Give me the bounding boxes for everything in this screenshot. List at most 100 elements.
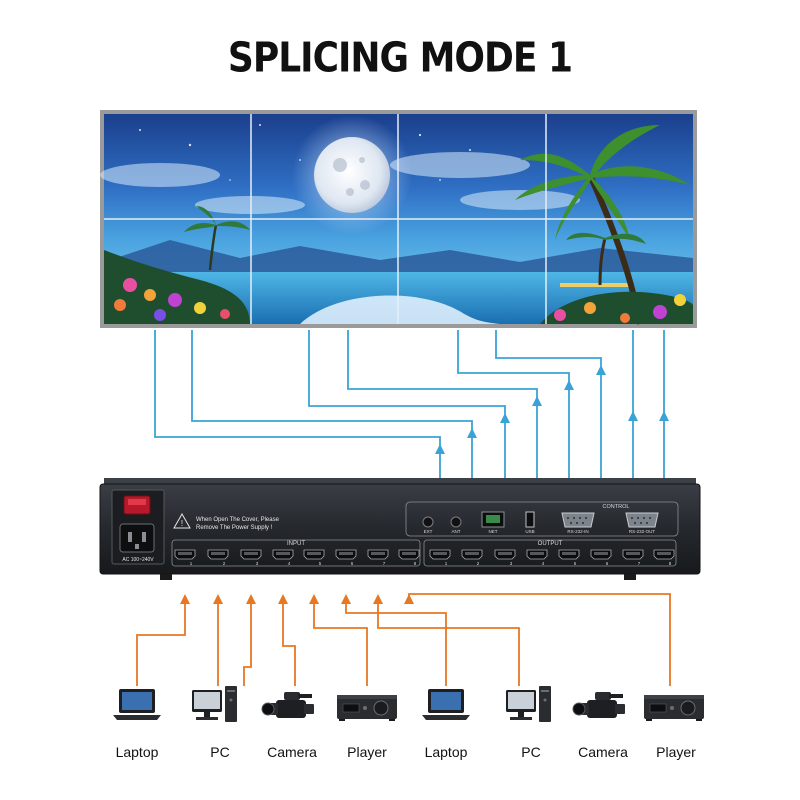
port-number: 1: [190, 561, 193, 566]
input-port-6[interactable]: 6: [335, 549, 357, 566]
input-port-7[interactable]: 7: [367, 549, 389, 566]
port-number: 2: [477, 561, 480, 566]
svg-text:CONTROL: CONTROL: [603, 504, 630, 510]
svg-text:OUTPUT: OUTPUT: [538, 541, 563, 547]
camera-icon: [261, 692, 314, 718]
output-line-5: [457, 330, 570, 545]
output-arrow-6: [596, 365, 606, 375]
source-laptop-5: Laptop: [422, 689, 470, 760]
ext-port[interactable]: [422, 516, 434, 528]
input-port-4[interactable]: 4: [272, 549, 294, 566]
source-label: Camera: [578, 744, 628, 760]
source-player-8: Player: [644, 695, 704, 760]
source-label: Laptop: [116, 744, 159, 760]
output-port-group: OUTPUT 1 2 3 4 5 6 7 8: [423, 539, 677, 567]
output-line-3: [308, 330, 506, 545]
port-number: 5: [574, 561, 577, 566]
moon-image: [314, 137, 390, 213]
input-port-group: INPUT 1 2 3 4 5 6 7 8: [171, 539, 421, 567]
input-arrow-8: [404, 594, 414, 604]
input-arrow-4: [278, 594, 288, 604]
power-socket[interactable]: [119, 523, 155, 553]
player-icon: [644, 695, 704, 721]
port-number: 4: [288, 561, 291, 566]
output-arrow-8: [659, 411, 669, 421]
output-port-3[interactable]: 3: [494, 549, 516, 566]
laptop-icon: [113, 689, 161, 720]
output-port-1[interactable]: 1: [429, 549, 451, 566]
source-label: PC: [210, 744, 229, 760]
input-arrow-7: [373, 594, 383, 604]
svg-text:RS-232-OUT: RS-232-OUT: [629, 529, 656, 534]
video-wall-controller: AC 100~240V ! When Open The Cover, Pleas…: [99, 478, 701, 580]
input-port-3[interactable]: 3: [240, 549, 262, 566]
rs232-out-port[interactable]: [625, 512, 659, 528]
source-player-4: Player: [337, 695, 397, 760]
output-port-6[interactable]: 6: [590, 549, 612, 566]
svg-text:Remove The Power Supply !: Remove The Power Supply !: [196, 525, 273, 531]
port-number: 7: [383, 561, 386, 566]
input-port-5[interactable]: 5: [303, 549, 325, 566]
port-number: 4: [542, 561, 545, 566]
usb-port[interactable]: [525, 511, 535, 528]
control-panel: CONTROL EXT ANT NET USB RS-232-IN RS-232…: [405, 501, 679, 537]
output-line-6: [495, 330, 602, 545]
video-wall: [100, 110, 697, 328]
port-number: 6: [351, 561, 354, 566]
input-line-1: [136, 600, 186, 686]
port-number: 8: [669, 561, 672, 566]
svg-text:!: !: [181, 519, 183, 528]
warning-notice: ! When Open The Cover, Please Remove The…: [173, 512, 280, 531]
source-label: PC: [521, 744, 540, 760]
input-line-6: [345, 600, 447, 686]
source-label: Player: [347, 744, 387, 760]
source-camera-7: Camera: [572, 692, 628, 760]
input-port-2[interactable]: 2: [207, 549, 229, 566]
output-port-5[interactable]: 5: [558, 549, 580, 566]
source-camera-3: Camera: [261, 692, 317, 760]
port-number: 3: [510, 561, 513, 566]
output-port-7[interactable]: 7: [622, 549, 644, 566]
output-arrow-5: [564, 380, 574, 390]
svg-text:RS-232-IN: RS-232-IN: [567, 529, 588, 534]
input-line-5: [313, 600, 368, 686]
output-arrow-1: [435, 444, 445, 454]
rs232-in-port[interactable]: [561, 512, 595, 528]
input-line-4: [282, 600, 296, 686]
ant-port[interactable]: [450, 516, 462, 528]
output-port-2[interactable]: 2: [461, 549, 483, 566]
port-number: 6: [606, 561, 609, 566]
svg-text:NET: NET: [489, 529, 498, 534]
input-port-8[interactable]: 8: [398, 549, 420, 566]
power-label: AC 100~240V: [122, 557, 154, 563]
output-line-4: [347, 330, 538, 545]
output-port-8[interactable]: 8: [653, 549, 675, 566]
svg-text:When Open The Cover, Please: When Open The Cover, Please: [196, 517, 280, 523]
port-number: 1: [445, 561, 448, 566]
source-label: Camera: [267, 744, 317, 760]
input-port-1[interactable]: 1: [174, 549, 196, 566]
source-pc-2: PC: [192, 686, 237, 760]
output-arrow-4: [532, 396, 542, 406]
svg-text:INPUT: INPUT: [287, 541, 305, 547]
input-line-7: [377, 600, 520, 686]
power-module: AC 100~240V: [111, 489, 165, 565]
input-line-8: [408, 593, 671, 686]
source-laptop-1: Laptop: [113, 689, 161, 760]
svg-text:ANT: ANT: [452, 529, 461, 534]
port-number: 2: [223, 561, 226, 566]
port-number: 7: [638, 561, 641, 566]
svg-text:USB: USB: [525, 529, 534, 534]
source-pc-6: PC: [506, 686, 551, 760]
input-arrow-5: [309, 594, 319, 604]
output-arrow-2: [467, 428, 477, 438]
camera-icon: [572, 692, 625, 718]
output-arrow-7: [628, 411, 638, 421]
laptop-icon: [422, 689, 470, 720]
page-title: SPLICING MODE 1: [227, 34, 573, 83]
output-port-4[interactable]: 4: [526, 549, 548, 566]
player-icon: [337, 695, 397, 721]
input-arrow-1: [180, 594, 190, 604]
